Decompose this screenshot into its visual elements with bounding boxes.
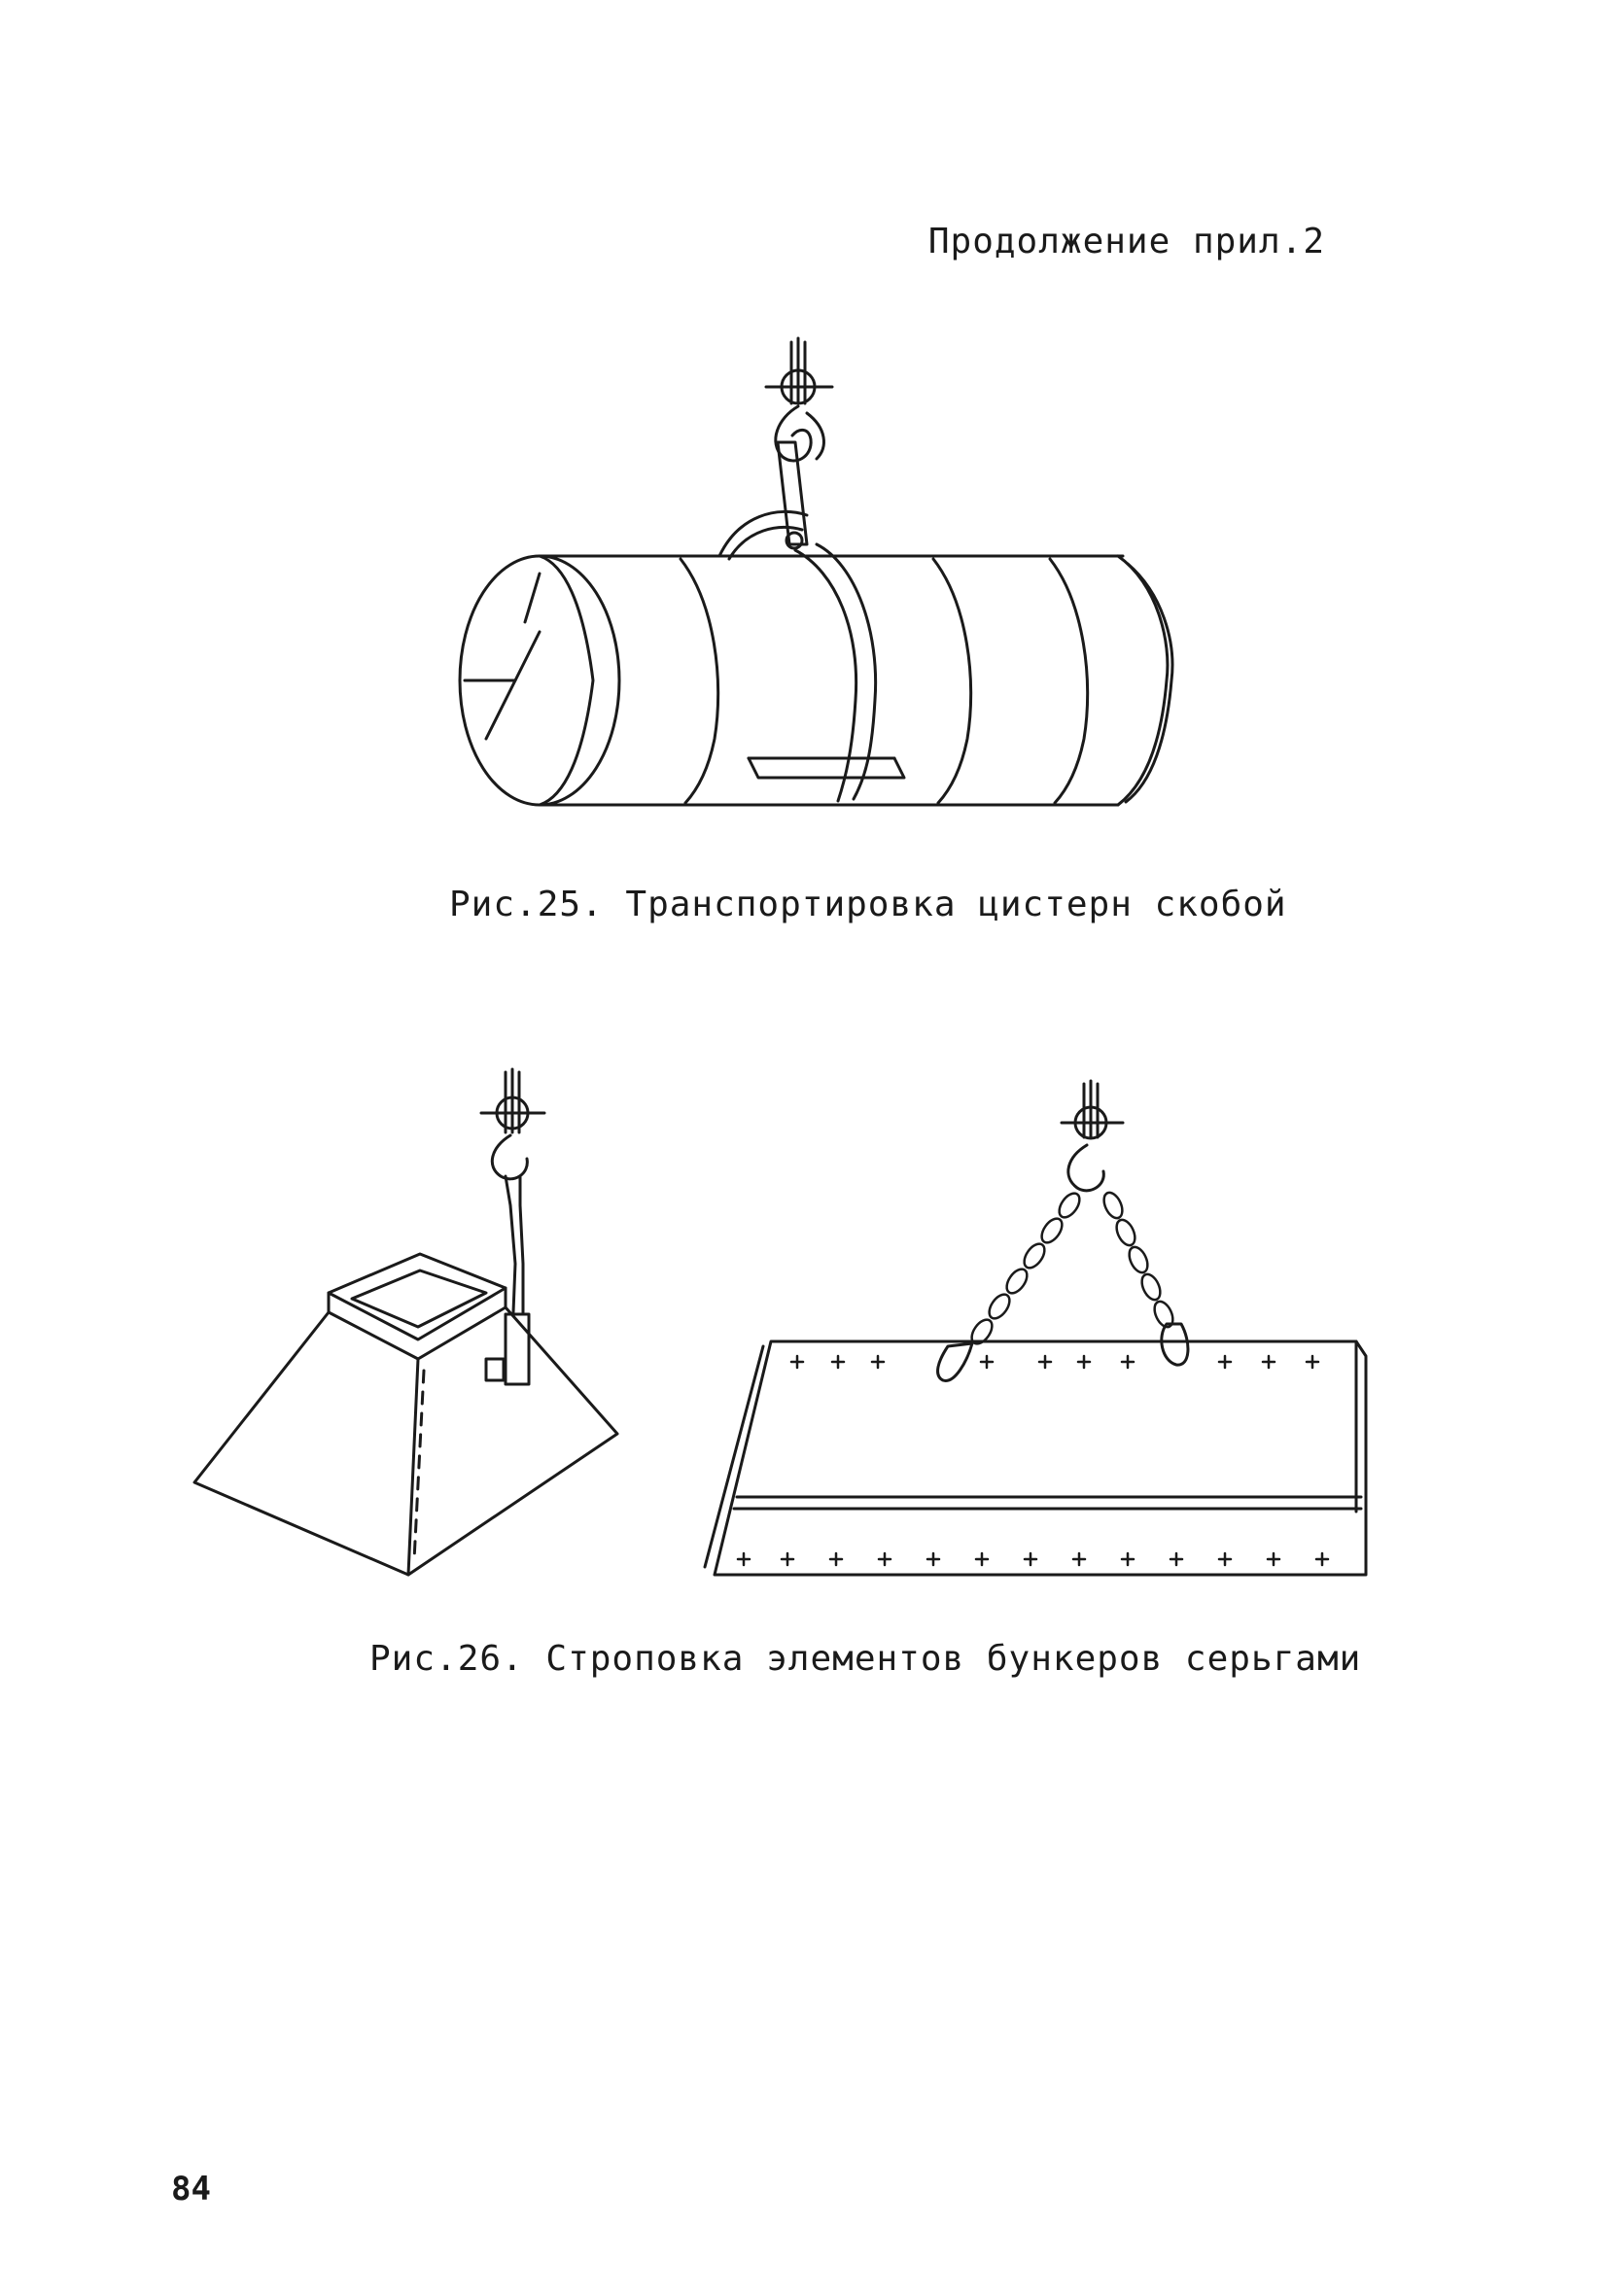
rivet-row-bottom	[736, 1551, 1330, 1567]
crane-hook-icon	[1060, 1079, 1125, 1193]
rivet-row-top	[789, 1354, 1320, 1370]
crane-hook-icon	[764, 336, 834, 463]
tank-body	[458, 510, 1174, 807]
pyramid-hopper	[192, 1067, 619, 1577]
crane-hook-icon	[479, 1067, 546, 1181]
chain-sling	[970, 1191, 1174, 1345]
figure-26-caption: Рис.26. Строповка элементов бункеров сер…	[369, 1639, 1362, 1679]
page-number: 84	[171, 2170, 211, 2209]
figure-25-caption: Рис.25. Транспортировка цистерн скобой	[449, 885, 1287, 924]
panel-element	[703, 1079, 1368, 1577]
continuation-header: Продолжение прил.2	[927, 222, 1325, 261]
